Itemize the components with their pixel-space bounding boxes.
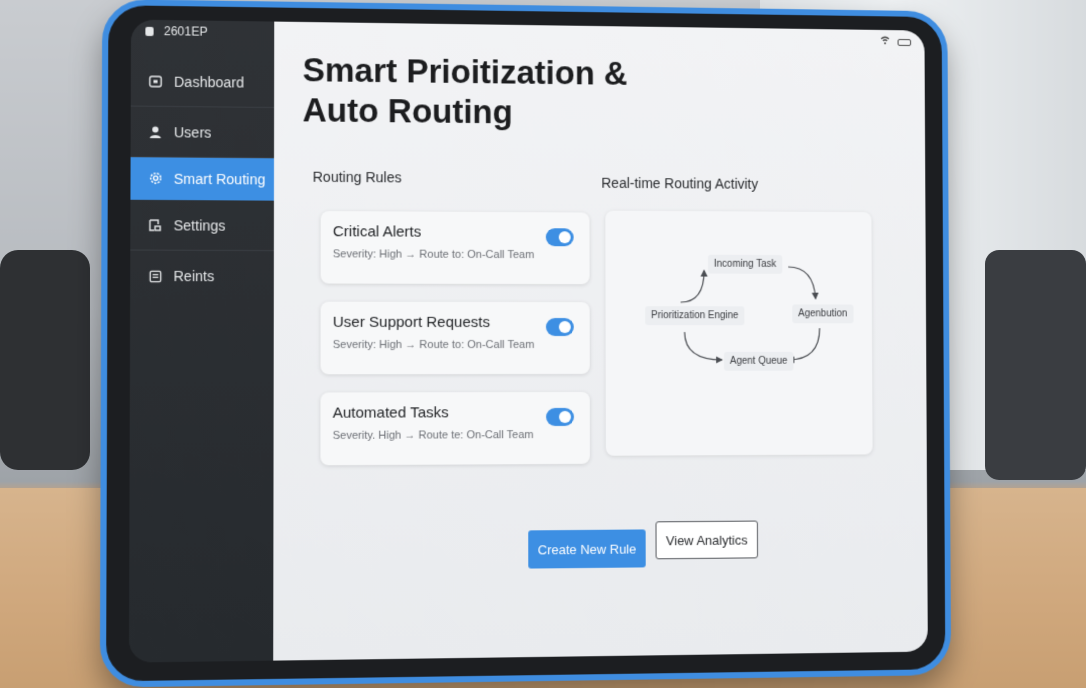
sidebar: 2601EP Dashboard Users bbox=[128, 19, 275, 663]
view-analytics-button[interactable]: View Analytics bbox=[655, 520, 759, 560]
sliders-icon bbox=[147, 217, 164, 233]
flow-arrows bbox=[605, 211, 872, 456]
rule-meta: Severity: High → Route to: On-Call Team bbox=[332, 248, 535, 262]
rule-toggle-critical-alerts[interactable] bbox=[545, 228, 574, 247]
page-title: Smart Prioitization & Auto Routing bbox=[303, 50, 633, 133]
sidebar-item-label: Settings bbox=[173, 216, 226, 234]
rule-card-automated-tasks[interactable]: Automated Tasks Severity. High → Route t… bbox=[320, 391, 590, 466]
sidebar-item-dashboard[interactable]: Dashboard bbox=[130, 55, 275, 109]
background-chair-left bbox=[0, 250, 90, 470]
user-icon bbox=[147, 123, 164, 139]
page-title-line-1: Smart Prioitization & bbox=[302, 51, 628, 92]
rule-meta: Severity: High → Route to: On-Call Team bbox=[332, 338, 535, 352]
flow-node-queue: Agent Queue bbox=[723, 351, 794, 371]
flow-node-agent-route: Agenbution bbox=[792, 304, 854, 324]
rule-name: User Support Requests bbox=[332, 313, 490, 331]
routing-rules-heading: Routing Rules bbox=[312, 168, 402, 186]
rule-card-user-support[interactable]: User Support Requests Severity: High → R… bbox=[320, 301, 590, 375]
routing-activity-heading: Real-time Routing Activity bbox=[601, 174, 759, 192]
status-bar-right bbox=[880, 36, 912, 48]
rule-toggle-automated-tasks[interactable] bbox=[546, 407, 574, 427]
flow-node-incoming: Incoming Task bbox=[707, 254, 783, 274]
sidebar-item-label: Smart Routing bbox=[173, 170, 266, 187]
status-bar-left: 2601EP bbox=[145, 24, 208, 39]
status-time: 2601EP bbox=[163, 24, 208, 39]
sidebar-item-label: Reints bbox=[173, 267, 215, 285]
tablet-screen: 2601EP Dashboard Users bbox=[129, 20, 928, 663]
home-icon bbox=[147, 73, 163, 89]
sidebar-item-settings[interactable]: Settings bbox=[130, 199, 274, 252]
rule-card-critical-alerts[interactable]: Critical Alerts Severity: High → Route t… bbox=[320, 211, 590, 285]
background-chair-right bbox=[985, 250, 1086, 480]
tablet-device: 2601EP Dashboard Users bbox=[100, 0, 951, 688]
battery-icon bbox=[897, 38, 912, 46]
routing-activity-panel: Incoming Task Prioritization Engine Agen… bbox=[605, 211, 872, 456]
rule-name: Critical Alerts bbox=[332, 223, 422, 241]
create-new-rule-button[interactable]: Create New Rule bbox=[528, 529, 646, 569]
lock-icon bbox=[145, 26, 154, 36]
sidebar-item-label: Users bbox=[173, 123, 212, 141]
wifi-icon bbox=[880, 36, 890, 48]
page-title-line-2: Auto Routing bbox=[302, 91, 513, 131]
sidebar-item-smart-routing[interactable]: Smart Routing bbox=[130, 157, 275, 201]
rule-toggle-user-support[interactable] bbox=[545, 318, 574, 337]
report-icon bbox=[147, 268, 164, 284]
gear-icon bbox=[147, 170, 164, 186]
rule-meta: Severity. High → Route te: On-Call Team bbox=[332, 429, 534, 442]
sidebar-item-label: Dashboard bbox=[173, 73, 245, 91]
rule-name: Automated Tasks bbox=[332, 404, 449, 422]
flow-node-engine: Prioritization Engine bbox=[645, 306, 745, 326]
sidebar-item-reports[interactable]: Reints bbox=[130, 251, 274, 302]
main-content: Smart Prioitization & Auto Routing Routi… bbox=[273, 22, 928, 661]
sidebar-item-users[interactable]: Users bbox=[130, 106, 275, 159]
sidebar-nav: Dashboard Users Smart Routing bbox=[130, 55, 275, 302]
